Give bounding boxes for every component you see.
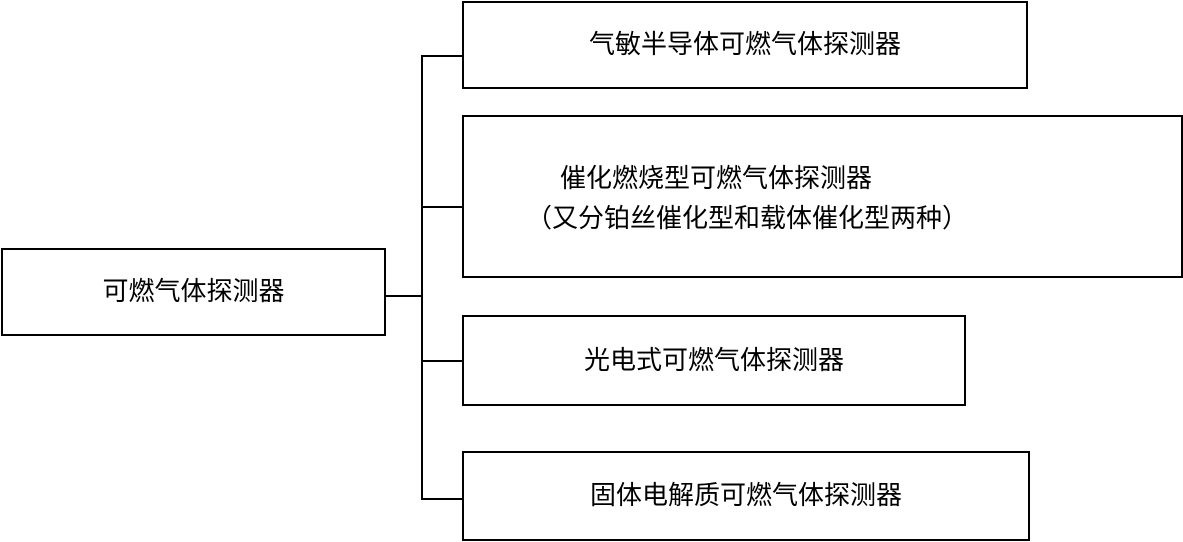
branch-node-1: 气敏半导体可燃气体探测器 [462, 1, 1028, 89]
branch-node-4: 固体电解质可燃气体探测器 [462, 451, 1030, 541]
branch-node-2: 催化燃烧型可燃气体探测器 （又分铂丝催化型和载体催化型两种） [462, 115, 1183, 278]
root-node-label: 可燃气体探测器 [102, 277, 285, 307]
root-node: 可燃气体探测器 [1, 248, 386, 336]
branch-2-label: 催化燃烧型可燃气体探测器 [560, 163, 873, 194]
branch-connector-2 [421, 206, 464, 208]
branch-4-label: 固体电解质可燃气体探测器 [589, 481, 902, 511]
trunk-line [421, 55, 423, 500]
branch-node-3: 光电式可燃气体探测器 [462, 315, 966, 406]
branch-1-label: 气敏半导体可燃气体探测器 [588, 30, 901, 60]
branch-connector-3 [421, 360, 464, 362]
branch-3-label: 光电式可燃气体探测器 [583, 345, 844, 376]
branch-connector-4 [421, 498, 464, 500]
branch-2-sublabel: （又分铂丝催化型和载体催化型两种） [526, 203, 969, 234]
root-connector [385, 295, 423, 297]
branch-connector-1 [421, 55, 464, 57]
